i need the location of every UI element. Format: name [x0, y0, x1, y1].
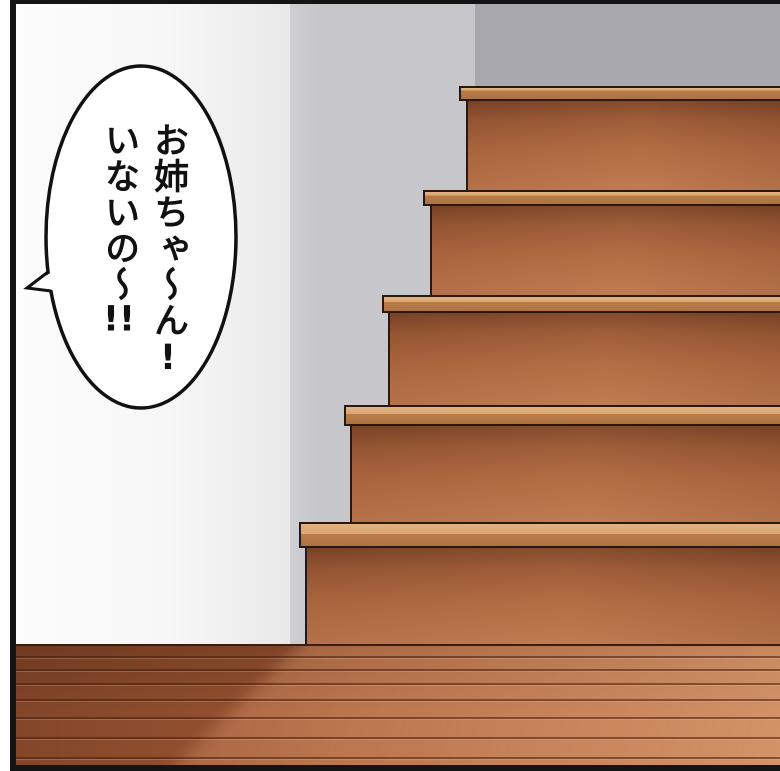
stair-riser-4 [350, 426, 780, 522]
stair-nosing-1 [459, 86, 780, 101]
upper-wall [475, 4, 780, 88]
speech-line-2-exclamation: !! [103, 302, 135, 337]
floor-plank-line [16, 717, 780, 719]
stair-nosing-3 [382, 295, 780, 313]
speech-line-2: いないの〜!! [94, 122, 143, 402]
stair-nosing-4 [344, 405, 780, 426]
speech-line-1: お姉ちゃ〜ん! [148, 122, 188, 379]
floor-light-shape [154, 646, 780, 765]
wooden-floor [16, 644, 780, 765]
floor-plank-line [16, 683, 780, 685]
stair-nosing-2 [423, 190, 780, 206]
floor-light-area [16, 646, 780, 765]
speech-bubble-tail-fill [30, 273, 58, 290]
speech-bubble: お姉ちゃ〜ん! いないの〜!! [18, 60, 242, 416]
stair-riser-1 [466, 101, 780, 190]
floor-plank-line [16, 656, 780, 658]
floor-plank-line [16, 669, 780, 671]
stair-riser-3 [388, 313, 780, 405]
stair-riser-5 [305, 548, 780, 645]
floor-plank-line [16, 737, 780, 739]
floor-plank-line [16, 699, 780, 701]
speech-bubble-outline [23, 64, 238, 410]
speech-bubble-tail [23, 270, 52, 293]
speech-bubble-body [44, 64, 238, 410]
speech-text: お姉ちゃ〜ん! いないの〜!! [94, 122, 192, 402]
stair-nosing-5 [299, 522, 780, 548]
floor-plank-line [16, 757, 780, 759]
stair-riser-2 [430, 206, 780, 295]
speech-line-2-text: いないの〜 [99, 122, 139, 302]
